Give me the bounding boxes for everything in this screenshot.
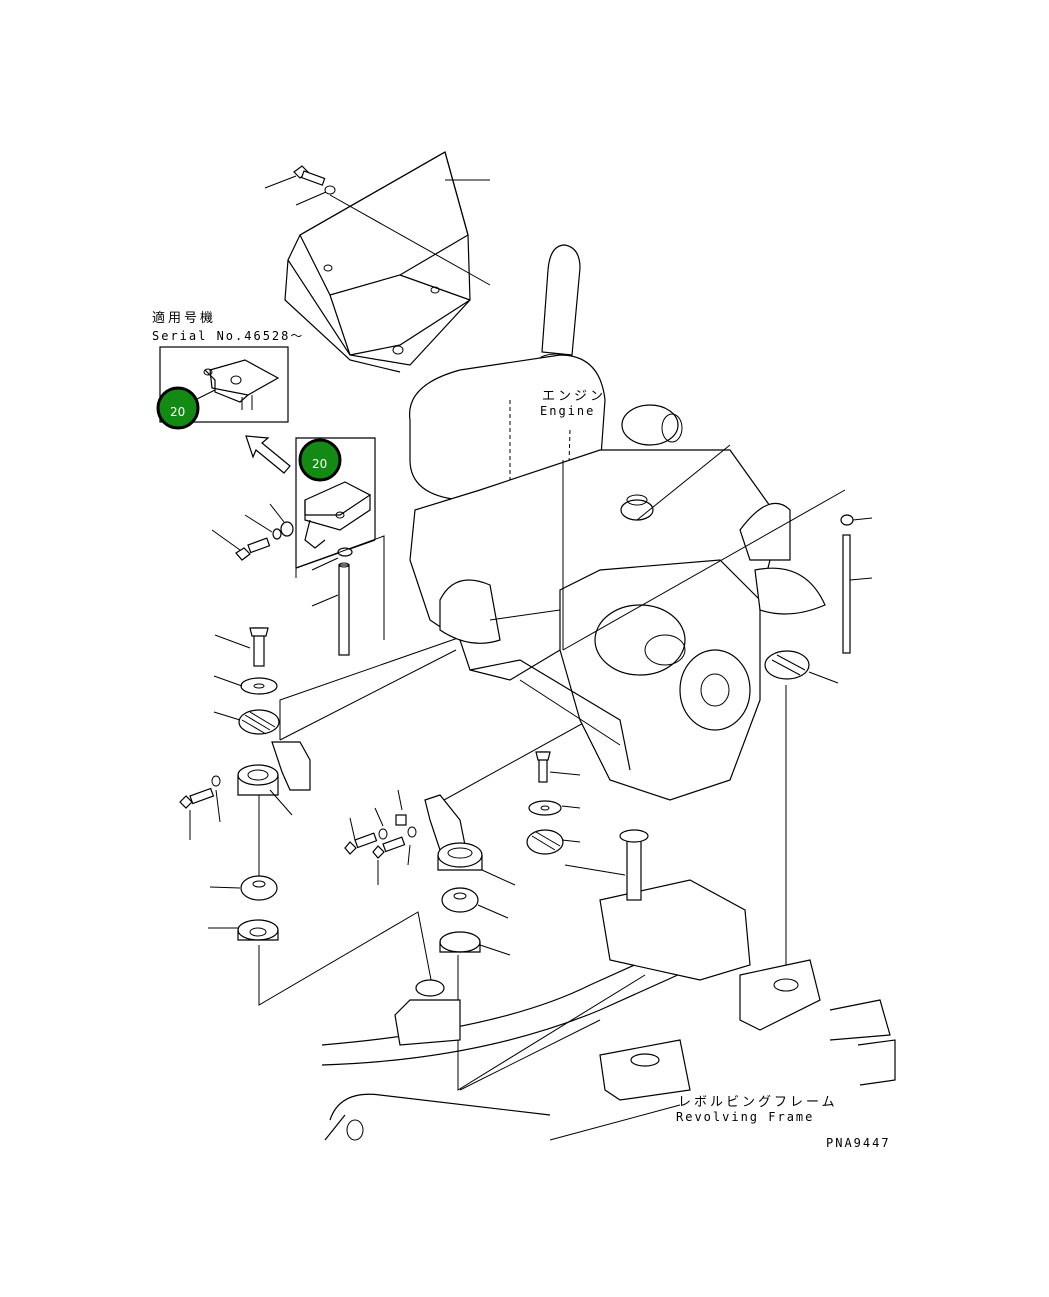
badge-label: 20 — [312, 457, 327, 471]
top-bolt — [264, 165, 336, 206]
engine-label-jp: エンジン — [542, 389, 606, 404]
arrow — [245, 435, 291, 474]
left-mount-stack — [179, 627, 433, 1006]
frame-label-jp: レボルビングフレーム — [678, 1095, 838, 1110]
frame-label-en: Revolving Frame — [676, 1110, 814, 1124]
engine-label-en: Engine — [540, 404, 595, 418]
bracket-inset: 20 — [295, 437, 376, 569]
right-rod — [840, 514, 873, 654]
pin-rod — [311, 547, 353, 656]
badge-label: 20 — [170, 405, 185, 419]
revolving-frame: レボルビングフレーム Revolving Frame — [321, 829, 896, 1141]
top-cover — [284, 151, 491, 373]
serial-inset: 適用号機 Serial No.46528～ 20 — [152, 310, 304, 430]
serial-note-jp: 適用号機 — [152, 310, 216, 326]
center-mount-stack — [344, 751, 646, 1091]
engine-assembly: エンジン Engine — [409, 244, 846, 985]
serial-note-en: Serial No.46528～ — [152, 329, 304, 343]
bolt-washers — [211, 503, 294, 561]
drawing-id: PNA9447 — [826, 1136, 891, 1150]
callout-badge — [158, 388, 198, 428]
